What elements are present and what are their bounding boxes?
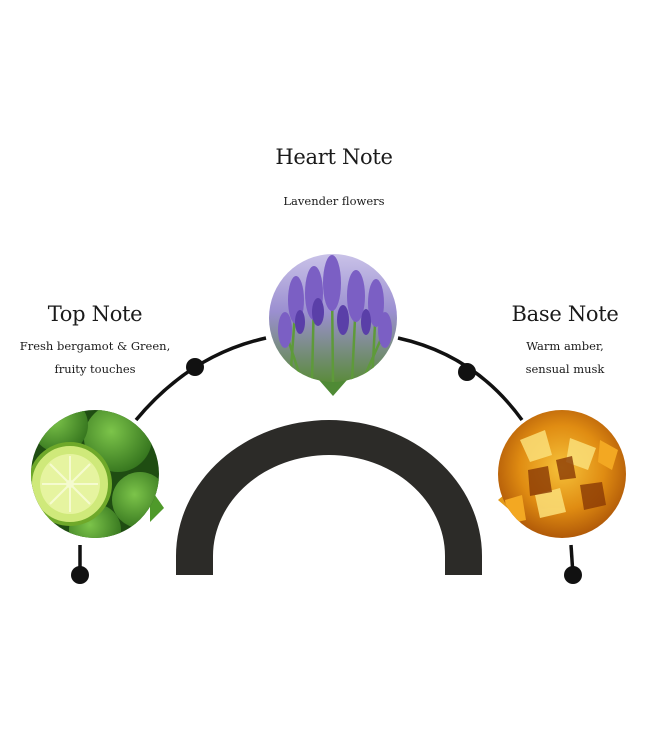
base-note-description-line: sensual musk — [525, 362, 605, 376]
terminal-dot-base — [564, 566, 582, 584]
top-note-description: Fresh bergamot & Green, fruity touches — [5, 335, 185, 381]
connector-dot-right — [458, 363, 476, 381]
top-note-description-line: Fresh bergamot & Green, — [19, 339, 171, 353]
base-note-description-line: Warm amber, — [526, 339, 604, 353]
connector-dot-left — [186, 358, 204, 376]
top-note-description-line: fruity touches — [54, 362, 136, 376]
terminal-dot-top — [71, 566, 89, 584]
bergamot-image — [31, 410, 164, 538]
central-arch — [176, 420, 482, 575]
heart-note-description: Lavender flowers — [283, 194, 385, 208]
lavender-image — [269, 254, 397, 396]
amber-image — [498, 410, 626, 538]
base-note-description: Warm amber, sensual musk — [470, 335, 658, 381]
top-note-title: Top Note — [47, 302, 143, 326]
heart-note-title: Heart Note — [275, 145, 393, 169]
base-note-title: Base Note — [511, 302, 619, 326]
